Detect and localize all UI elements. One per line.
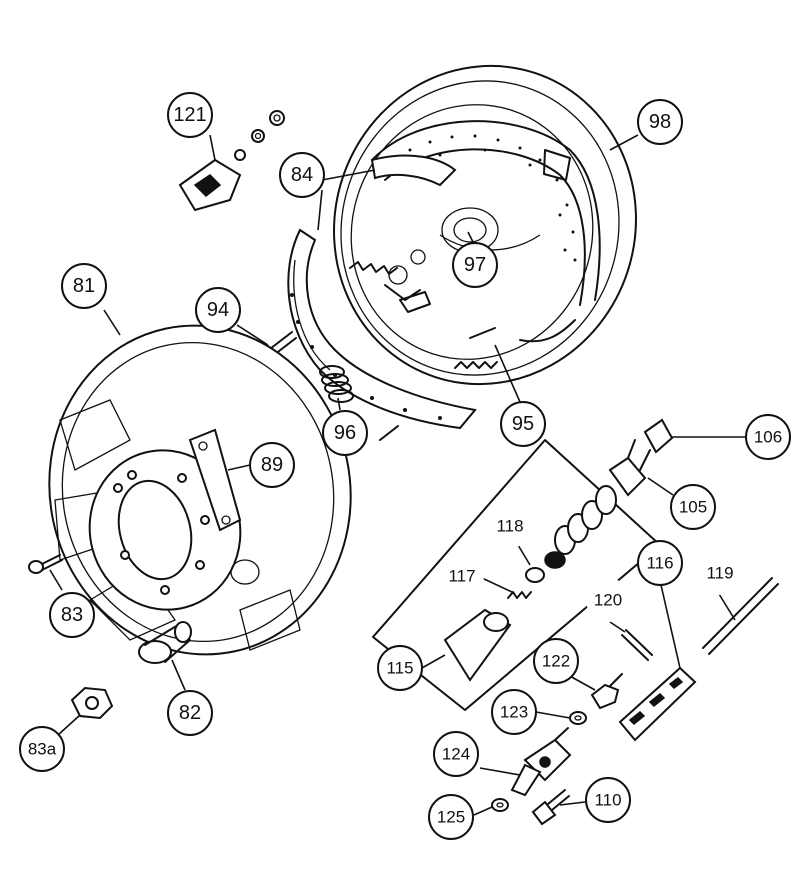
callout-96: 96 [322,410,368,456]
part-98-brake-drum [333,64,637,386]
svg-text:110: 110 [594,791,621,810]
svg-text:119: 119 [706,564,733,583]
callout-82: 82 [167,690,213,736]
part-83-bolt [28,554,63,574]
svg-text:125: 125 [437,808,465,827]
callout-98: 98 [637,99,683,145]
svg-text:81: 81 [73,275,95,297]
svg-text:122: 122 [542,652,570,671]
part-121-bracket [178,110,285,212]
part-97-upper-spring [349,261,398,275]
svg-text:106: 106 [754,428,782,447]
part-105-push-rod [608,439,651,497]
callout-119: 119 [698,551,742,595]
svg-text:95: 95 [512,413,534,435]
part-110-banjo-bolt [531,789,570,826]
callout-95: 95 [500,401,546,447]
svg-text:121: 121 [173,104,206,126]
svg-text:84: 84 [291,164,313,186]
svg-text:117: 117 [448,567,475,586]
callout-120: 120 [586,578,630,622]
callout-81: 81 [61,263,107,309]
callout-89: 89 [249,442,295,488]
seal-rings [554,485,617,555]
svg-text:83: 83 [61,604,83,626]
callout-116: 116 [637,540,683,586]
part-124-banjo [510,727,572,797]
callout-83a: 83a [19,726,65,772]
svg-text:120: 120 [594,591,622,610]
part-106-dust-cap [643,418,674,454]
part-119-rod [702,577,779,655]
callout-121: 121 [167,92,213,138]
svg-text:83a: 83a [28,740,57,759]
callout-125: 125 [428,794,474,840]
svg-text:96: 96 [334,422,356,444]
callout-97: 97 [452,242,498,288]
callout-94: 94 [195,287,241,333]
svg-text:94: 94 [207,299,229,321]
drum-lining-texture [408,134,577,262]
callout-122: 122 [533,638,579,684]
callout-106: 106 [745,414,791,460]
part-96-coil-spring [319,365,399,441]
callout-84: 84 [279,152,325,198]
part-89-bracket-plate [188,428,242,532]
svg-text:105: 105 [679,498,707,517]
part-115-wheel-cylinder-kit [372,439,661,711]
svg-text:82: 82 [179,702,201,724]
svg-text:97: 97 [464,254,486,276]
svg-text:123: 123 [500,703,528,722]
svg-text:89: 89 [261,454,283,476]
svg-text:124: 124 [442,745,470,764]
callout-110: 110 [585,777,631,823]
callout-83: 83 [49,592,95,638]
part-125-washer [491,798,509,812]
part-120-pin [621,629,653,661]
callout-118: 118 [488,504,532,548]
svg-text:98: 98 [649,111,671,133]
svg-text:118: 118 [496,517,523,536]
leader-lines [49,134,746,816]
part-122-bleed-screw [590,673,623,710]
callout-115: 115 [377,645,423,691]
svg-text:115: 115 [386,659,413,678]
callout-124: 124 [433,731,479,777]
callout-117: 117 [440,554,484,598]
part-81-backplate [48,324,352,656]
svg-text:116: 116 [646,554,673,573]
part-116-plate [618,666,697,742]
callout-105: 105 [670,484,716,530]
callout-123: 123 [491,689,537,735]
part-123-washer [569,711,587,725]
part-83a-nut [70,686,114,720]
part-82-union [138,621,192,664]
part-95-lower-spring [454,327,498,369]
